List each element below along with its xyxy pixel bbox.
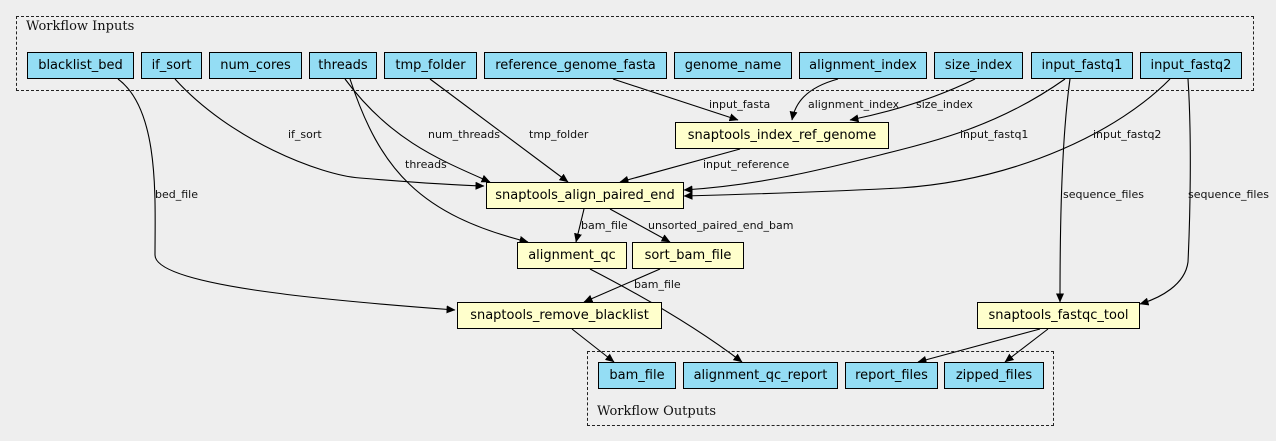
edge-label-unsorted-bam: unsorted_paired_end_bam [648,219,793,232]
edge-fastq2-to-align [683,78,1171,200]
node-input-fastq1[interactable]: input_fastq1 [1031,52,1133,79]
edge-align-to-qc [574,208,585,243]
edge-reference-fasta-to-index [612,78,739,122]
node-alignment-qc[interactable]: alignment_qc [517,242,627,269]
edge-alignment-index-to-index [789,78,839,121]
node-blacklist-bed[interactable]: blacklist_bed [27,52,134,79]
edge-fastqc-to-zipped-files [1004,328,1049,363]
node-tmp-folder[interactable]: tmp_folder [384,52,477,79]
node-input-fastq2[interactable]: input_fastq2 [1140,52,1242,79]
edge-label-bam-file-sorted: bam_file [634,278,681,291]
edge-label-sequence-files-1: sequence_files [1063,188,1144,201]
node-out-bam-file[interactable]: bam_file [598,362,676,389]
edge-label-tmp-folder: tmp_folder [529,128,589,141]
edge-fastqc-to-report-files [917,328,1041,364]
edge-fastq2-to-fastqc [1139,78,1191,306]
edge-label-bam-file-qc: bam_file [581,219,628,232]
node-threads[interactable]: threads [309,52,377,79]
edge-label-bed-file: bed_file [155,188,198,201]
workflow-outputs-cluster [587,351,1054,426]
node-size-index[interactable]: size_index [934,52,1023,79]
node-reference-genome-fasta[interactable]: reference_genome_fasta [484,52,667,79]
node-out-zipped-files[interactable]: zipped_files [944,362,1044,389]
edge-label-input-reference: input_reference [703,158,790,171]
edge-remove-to-bam [571,328,615,363]
edge-blacklist-to-remove [117,78,456,314]
edge-threads-to-qc [349,78,529,244]
edge-label-input-fastq1: input_fastq1 [960,128,1028,141]
edge-tmp-folder-to-align [429,78,569,183]
workflow-inputs-cluster [16,16,1254,91]
node-alignment-index[interactable]: alignment_index [799,52,927,79]
edge-fastq1-to-fastqc [1056,78,1071,303]
node-out-report-files[interactable]: report_files [845,362,938,389]
node-genome-name[interactable]: genome_name [674,52,792,79]
edge-if-sort-to-align [174,78,485,190]
node-snaptools-remove-blacklist[interactable]: snaptools_remove_blacklist [457,302,662,329]
edge-qc-to-report [589,268,743,363]
edge-align-to-sort [609,208,671,243]
edge-label-threads: threads [405,158,447,171]
node-sort-bam-file[interactable]: sort_bam_file [632,242,744,269]
workflow-inputs-label: Workflow Inputs [26,19,135,34]
edge-label-input-fasta: input_fasta [709,98,770,111]
edge-index-to-align [619,148,741,184]
node-out-alignment-qc-report[interactable]: alignment_qc_report [683,362,838,389]
edge-size-index-to-index [849,78,976,123]
edge-label-input-fastq2: input_fastq2 [1093,128,1161,141]
edge-label-size-index: size_index [916,98,973,111]
node-snaptools-index-ref-genome[interactable]: snaptools_index_ref_genome [675,122,889,149]
edge-label-sequence-files-2: sequence_files [1188,188,1269,201]
edge-label-if-sort: if_sort [288,128,322,141]
edge-fastq1-to-align [683,78,1066,194]
workflow-outputs-label: Workflow Outputs [597,404,716,419]
node-snaptools-fastqc-tool[interactable]: snaptools_fastqc_tool [977,302,1140,329]
edge-label-num-threads: num_threads [428,128,500,141]
node-if-sort[interactable]: if_sort [141,52,202,79]
node-snaptools-align-paired-end[interactable]: snaptools_align_paired_end [486,182,684,209]
edge-label-alignment-index: alignment_index [808,98,900,111]
node-num-cores[interactable]: num_cores [209,52,302,79]
edge-threads-to-align [344,78,491,183]
